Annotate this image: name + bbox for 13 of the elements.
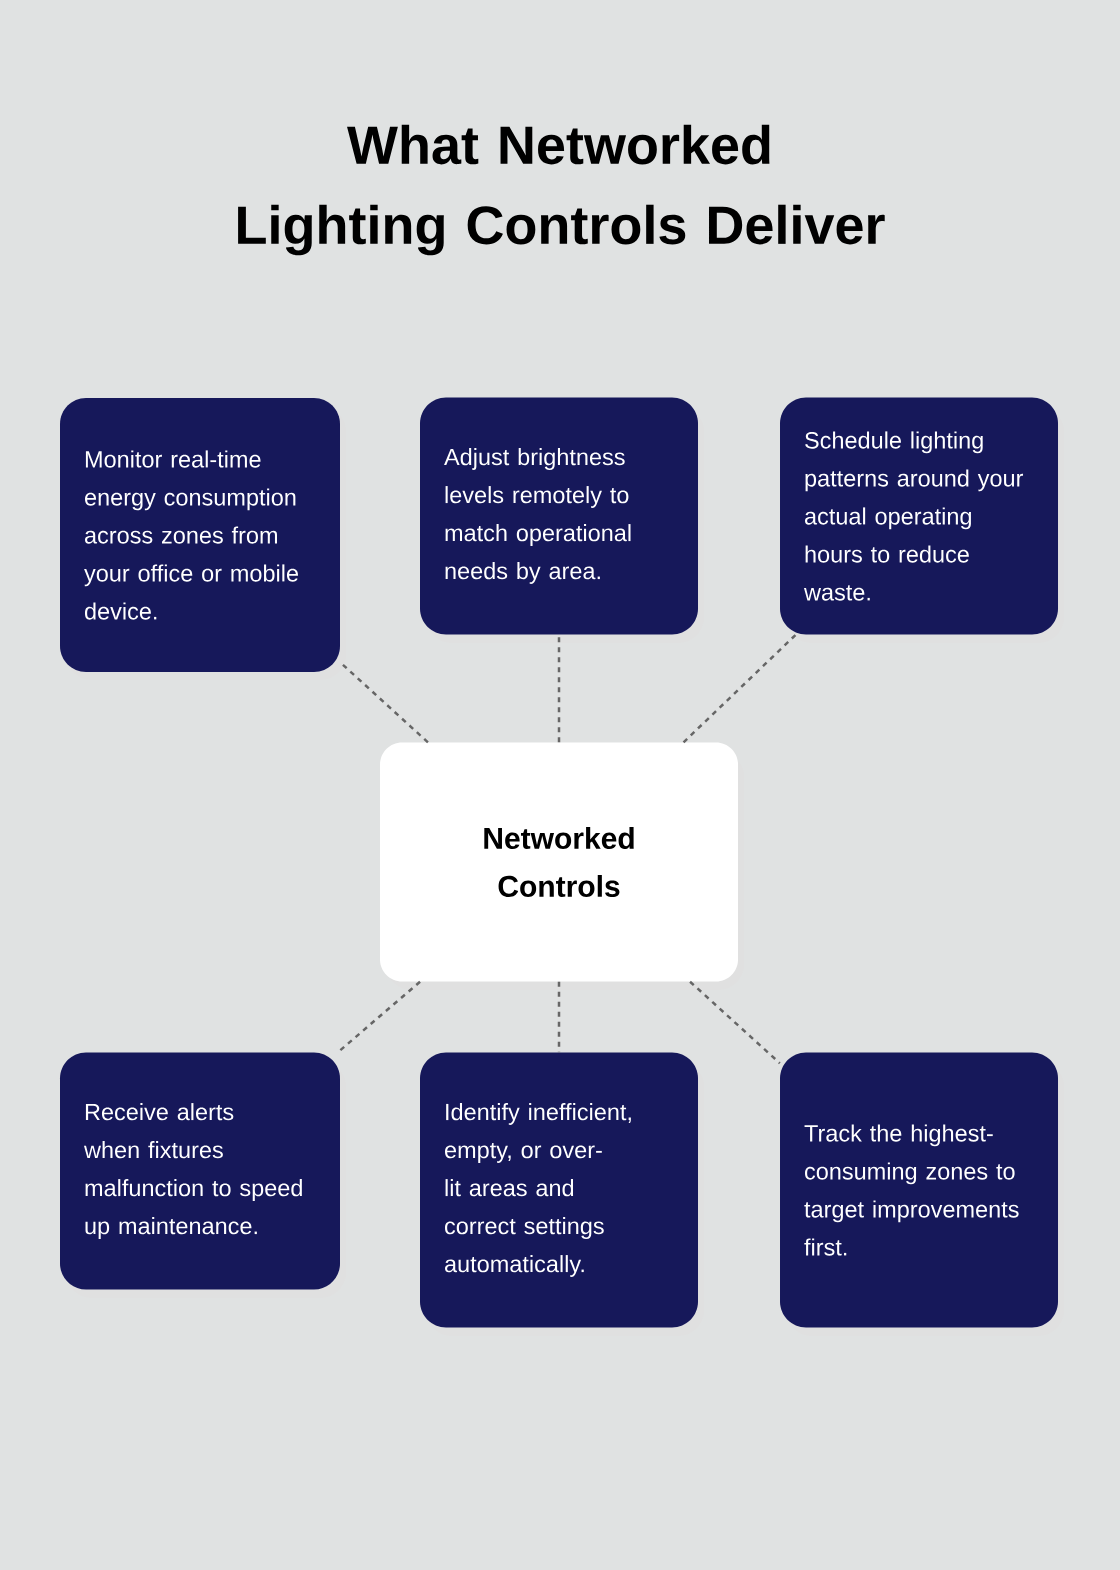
connector [682,633,797,744]
center-box: Networked Controls [380,742,744,990]
connector [557,634,561,743]
feature-box: Identify inefficient, empty, or over-lit areas and correct settings automatically. [420,1052,704,1336]
feature-box: Monitor real-time energy consumption across zones from your office or mobile device. [60,398,346,680]
title: What Networked Lighting Controls Deliver [238,124,885,256]
feature-box: Receive alerts when fixtures malfunction to speed up maintenance. [60,1052,346,1298]
feature-box: Track the highest-consuming zones to target improvements first. [780,1052,1064,1336]
feature-box: Schedule lighting patterns around your actual operating hours to reduce waste. [780,397,1064,643]
connector [339,661,429,744]
connector [689,980,781,1065]
connector [337,980,421,1054]
feature-box: Adjust brightness levels remotely to match operational needs by area. [420,397,704,643]
